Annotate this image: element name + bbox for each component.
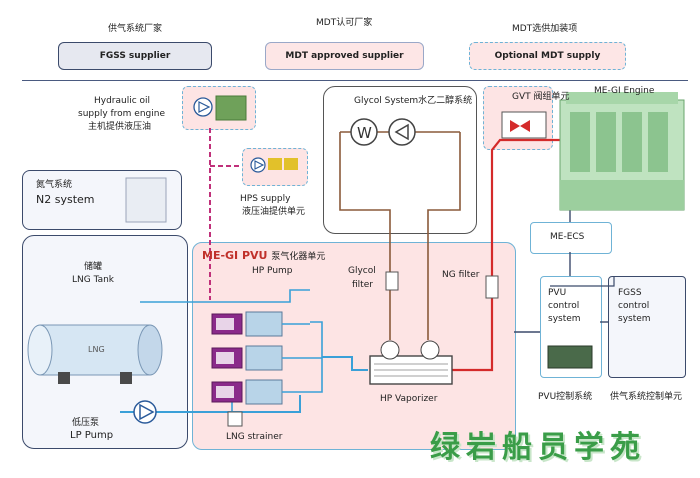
glycol-filter-label-1: Glycol — [348, 266, 376, 276]
pvu-control-caption: PVU控制系统 — [538, 392, 593, 402]
glycol-heater-icon: W — [350, 118, 378, 146]
hps-unit-icon — [250, 157, 298, 173]
hp-pump-2 — [211, 345, 283, 371]
pvu-title: ME-GI PVU 泵气化器单元 — [202, 250, 325, 263]
fgss-control-label-2: control — [618, 301, 650, 311]
lng-suction-pipe — [120, 395, 301, 413]
legend-optional-box: Optional MDT supply — [469, 42, 626, 70]
lp-pump-icon — [133, 400, 157, 424]
n2-label-1: 氮气系统 — [36, 180, 73, 190]
glycol-filter-icon — [385, 271, 399, 291]
engine-label: ME-GI Engine — [594, 86, 655, 96]
glycol-system-label: Glycol System水乙二醇系统 — [354, 96, 473, 106]
hydraulic-oil-label-1: Hydraulic oil — [94, 96, 151, 106]
glycol-return-pipe — [427, 132, 461, 340]
me-gi-engine-icon — [559, 92, 685, 211]
lng-tank-label-2: LNG Tank — [72, 275, 115, 285]
lng-tank-mark: LNG — [88, 345, 105, 354]
lng-to-vaporizer — [322, 356, 368, 371]
lng-strainer-label: LNG strainer — [226, 432, 283, 442]
fgss-control-label-1: FGSS — [618, 288, 642, 298]
n2-label-2: N2 system — [36, 193, 95, 206]
lp-pump-label-2: LP Pump — [70, 430, 114, 441]
pvu-control-label-1: PVU — [548, 288, 567, 298]
glycol-pump-icon — [388, 118, 416, 146]
legend-optional-caption: MDT选供加装项 — [512, 24, 578, 34]
lng-strainer-icon — [227, 411, 243, 427]
lng-pump-feed — [310, 321, 323, 393]
gvt-valve-icon — [501, 111, 547, 139]
gvt-label: GVT 阀组单元 — [512, 92, 570, 102]
legend-fgss-caption: 供气系统厂家 — [108, 24, 163, 34]
glycol-supply-pipe — [339, 132, 391, 340]
pvu-control-image — [547, 345, 593, 369]
fgss-control-label-3: system — [618, 314, 651, 324]
pvu-control-label-3: system — [548, 314, 581, 324]
hp-pump-1 — [211, 311, 283, 337]
legend-mdt-caption: MDT认可厂家 — [316, 18, 373, 28]
legend-mdt-label: MDT approved supplier — [285, 51, 404, 61]
lp-pump-label-1: 低压泵 — [72, 418, 100, 428]
pvu-title-en: ME-GI PVU — [202, 249, 268, 262]
ng-pipe — [450, 138, 565, 372]
hp-pump-label: HP Pump — [252, 266, 293, 276]
hydraulic-oil-label-3: 主机提供液压油 — [88, 122, 152, 132]
legend-mdt-box: MDT approved supplier — [265, 42, 424, 70]
watermark: 绿岩船员学苑 — [430, 430, 646, 465]
glycol-filter-label-2: filter — [352, 280, 373, 290]
pvu-title-cn: 泵气化器单元 — [271, 252, 326, 262]
n2-cabinet-icon — [125, 177, 167, 223]
lng-return-pipe — [140, 289, 310, 303]
legend-divider — [22, 80, 688, 81]
lng-tank-icon — [27, 324, 163, 384]
me-ecs-label: ME-ECS — [550, 232, 585, 242]
me-ecs-box — [530, 222, 612, 254]
legend-fgss-label: FGSS supplier — [99, 51, 171, 61]
fgss-control-caption: 供气系统控制单元 — [610, 392, 683, 402]
pvu-control-label-2: control — [548, 301, 580, 311]
fgss-control-link — [550, 276, 615, 287]
glycol-heater-letter: W — [357, 124, 372, 142]
hps-label-1: HPS supply — [240, 194, 291, 204]
hp-pump-3 — [211, 379, 283, 405]
legend-fgss-box: FGSS supplier — [58, 42, 212, 70]
legend-optional-label: Optional MDT supply — [494, 51, 601, 61]
ng-filter-label: NG filter — [442, 270, 480, 280]
hydraulic-oil-label-2: supply from engine — [78, 109, 166, 119]
ng-filter-icon — [485, 275, 499, 299]
fgss-control-box — [608, 276, 686, 378]
hp-vaporizer-label: HP Vaporizer — [380, 394, 438, 404]
lng-tank-label-1: 储罐 — [84, 262, 103, 272]
hps-label-2: 液压油提供单元 — [242, 207, 306, 217]
hydraulic-unit-icon — [193, 95, 247, 121]
hp-vaporizer-icon — [369, 340, 453, 385]
